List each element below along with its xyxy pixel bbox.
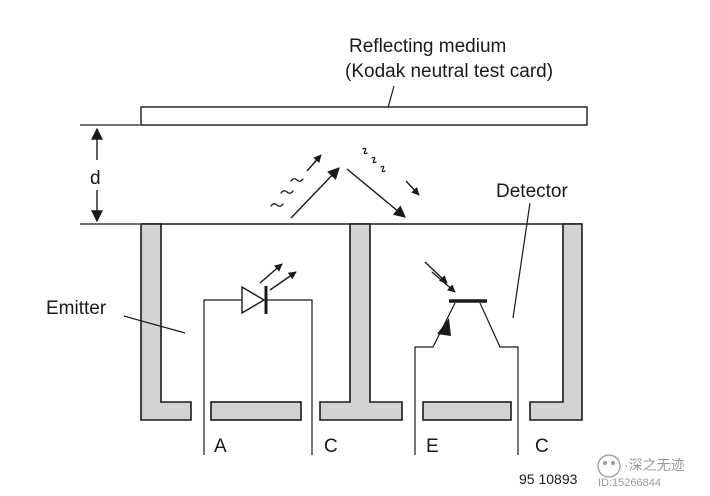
housing-left-wall bbox=[140, 223, 192, 421]
watermark-logo-icon bbox=[597, 454, 621, 478]
phototransistor-emitter-arrow-icon bbox=[437, 318, 451, 336]
housing-right-wall bbox=[529, 223, 583, 421]
pin-label-a: A bbox=[214, 436, 227, 457]
led-emission-arrow-2 bbox=[269, 271, 297, 291]
watermark-name: ·深之无迹 bbox=[624, 457, 685, 473]
led-diode-icon bbox=[241, 285, 266, 315]
led-emission-arrow-1 bbox=[259, 263, 283, 284]
reflected-light-waves bbox=[362, 147, 420, 196]
medium-label-line2: (Kodak neutral test card) bbox=[345, 61, 553, 82]
reflected-beam-arrow bbox=[346, 168, 406, 218]
detector-base-plate bbox=[422, 401, 512, 421]
detector-incoming-arrow-1 bbox=[424, 261, 448, 284]
emitter-leader-line bbox=[123, 315, 186, 334]
pin-label-c2: C bbox=[535, 436, 549, 457]
watermark: ·深之无迹 ID:15266844 bbox=[597, 454, 685, 489]
emitter-label: Emitter bbox=[46, 298, 107, 319]
watermark-id: ID:15266844 bbox=[598, 477, 661, 489]
distance-label: d bbox=[90, 168, 101, 189]
figure-number: 95 10893 bbox=[519, 471, 578, 487]
detector-label: Detector bbox=[496, 181, 568, 202]
pin-label-c1: C bbox=[324, 436, 338, 457]
incident-beam-arrow bbox=[290, 167, 340, 219]
emitter-cathode-lead bbox=[266, 299, 313, 455]
medium-label-line1: Reflecting medium bbox=[349, 36, 506, 57]
detector-incoming-arrow-2 bbox=[431, 271, 456, 293]
phototransistor-collector-lead bbox=[479, 302, 519, 455]
emitted-light-waves bbox=[270, 154, 322, 207]
detector-leader-line bbox=[512, 202, 531, 319]
pin-label-e: E bbox=[426, 436, 439, 457]
emitter-anode-lead bbox=[203, 299, 242, 455]
emitter-base-plate bbox=[210, 401, 302, 421]
housing-center-wall bbox=[319, 223, 403, 421]
reflecting-card bbox=[140, 106, 588, 126]
